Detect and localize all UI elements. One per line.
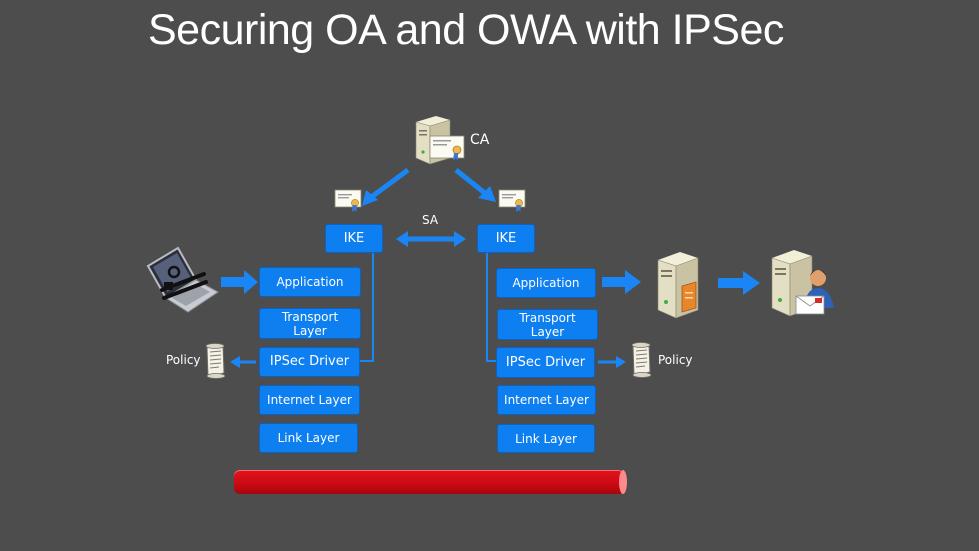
network-cable (234, 470, 627, 494)
left-link-box: Link Layer (259, 423, 358, 453)
left-internet-box: Internet Layer (259, 385, 360, 415)
app-to-web-arrow (602, 270, 641, 294)
left-ike-line-foot (358, 360, 374, 362)
laptop-to-app-arrow (221, 270, 258, 294)
right-transport-box: Transport Layer (497, 309, 598, 340)
right-application-box: Application (496, 268, 596, 298)
left-policy-arrow (230, 356, 256, 368)
ca-to-left-arrow (362, 167, 410, 206)
sa-label: SA (422, 213, 439, 227)
laptop-icon (146, 246, 219, 313)
web-to-mail-arrow (718, 271, 760, 295)
right-internet-box: Internet Layer (497, 385, 596, 415)
ca-to-right-arrow (454, 168, 496, 202)
certificate-icon (334, 189, 362, 212)
right-ike-line-foot (486, 360, 500, 362)
page-title: Securing OA and OWA with IPSec (148, 6, 784, 54)
right-link-box: Link Layer (497, 424, 595, 453)
right-policy-arrow (598, 356, 626, 368)
left-ipsec-driver-box: IPSec Driver (259, 347, 360, 377)
web-server-icon (657, 252, 699, 319)
right-ipsec-driver-box: IPSec Driver (496, 347, 595, 378)
left-ike-box: IKE (325, 224, 383, 253)
left-application-box: Application (259, 267, 361, 297)
left-policy-label: Policy (166, 353, 201, 367)
policy-scroll-icon (631, 342, 652, 378)
right-ike-box: IKE (477, 224, 535, 253)
left-ike-line (372, 252, 374, 362)
mail-server-icon (771, 250, 834, 317)
right-policy-label: Policy (658, 353, 693, 367)
certificate-icon (498, 189, 526, 212)
sa-double-arrow (396, 231, 466, 247)
ca-server-icon (415, 116, 465, 165)
ca-label: CA (470, 132, 490, 148)
policy-scroll-icon (205, 343, 226, 379)
left-transport-box: Transport Layer (259, 308, 361, 339)
right-ike-line (486, 252, 488, 362)
